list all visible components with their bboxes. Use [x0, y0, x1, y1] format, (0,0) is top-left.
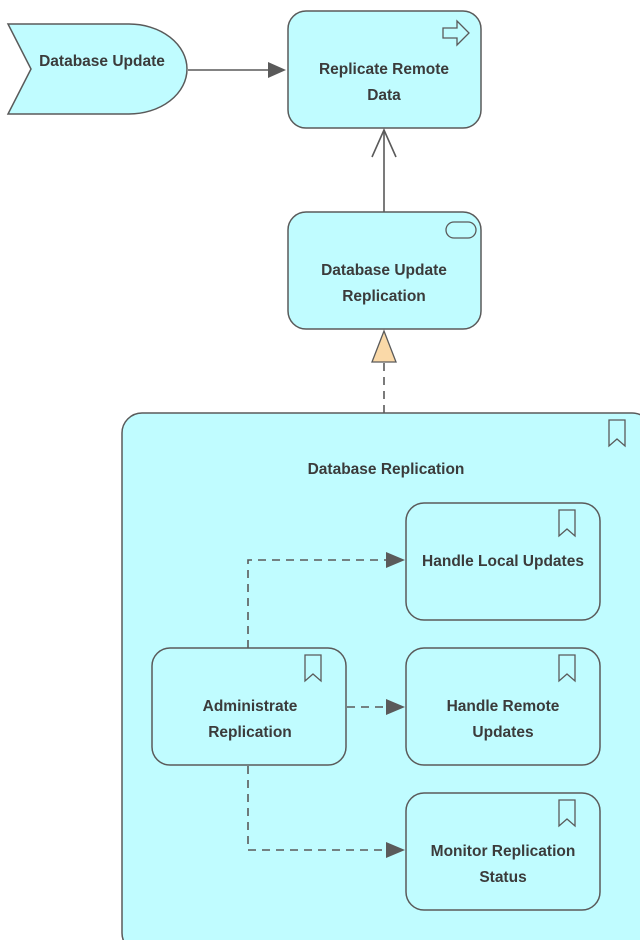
- function-bookmark-icon: [558, 799, 576, 828]
- process-label-line-2: Data: [367, 87, 401, 104]
- flow-connector-local[interactable]: [247, 552, 405, 648]
- event-shape: [6, 23, 188, 115]
- function-administrate-replication[interactable]: Administrate Replication: [151, 647, 347, 766]
- service-database-update-replication[interactable]: Database Update Replication: [287, 211, 482, 330]
- function-handle-local-updates[interactable]: Handle Local Updates: [405, 502, 601, 621]
- realization-connector[interactable]: [371, 329, 397, 413]
- monitor-label-line-1: Monitor Replication: [431, 843, 576, 860]
- process-replicate-remote-data[interactable]: Replicate Remote Data: [287, 10, 482, 129]
- service-label-line-1: Database Update: [321, 262, 447, 279]
- process-box: [287, 10, 482, 129]
- function-bookmark-icon: [558, 509, 576, 538]
- administrate-label-line-2: Replication: [208, 724, 292, 741]
- event-database-update[interactable]: Database Update: [6, 23, 188, 115]
- event-label: Database Update: [39, 53, 165, 70]
- process-label-line-1: Replicate Remote: [319, 61, 449, 78]
- monitor-label-line-2: Status: [479, 869, 526, 886]
- service-box: [287, 211, 482, 330]
- flow-connector-monitor[interactable]: [247, 766, 405, 858]
- handle-local-label: Handle Local Updates: [422, 553, 584, 570]
- function-box: [151, 647, 347, 766]
- process-arrow-icon: [442, 19, 470, 47]
- serving-connector[interactable]: [371, 128, 397, 212]
- function-monitor-replication-status[interactable]: Monitor Replication Status: [405, 792, 601, 911]
- function-box: [405, 502, 601, 621]
- handle-remote-label-line-1: Handle Remote: [447, 698, 560, 715]
- administrate-label-line-1: Administrate: [203, 698, 298, 715]
- function-bookmark-icon: [304, 654, 322, 683]
- container-label: Database Replication: [308, 461, 465, 478]
- handle-remote-label-line-2: Updates: [472, 724, 533, 741]
- triggering-connector[interactable]: [188, 62, 286, 78]
- function-bookmark-icon: [558, 654, 576, 683]
- function-handle-remote-updates[interactable]: Handle Remote Updates: [405, 647, 601, 766]
- service-pill-icon: [445, 221, 477, 239]
- function-box: [405, 792, 601, 911]
- function-box: [405, 647, 601, 766]
- function-bookmark-icon: [608, 419, 626, 448]
- service-label-line-2: Replication: [342, 288, 426, 305]
- flow-connector-remote[interactable]: [347, 699, 405, 715]
